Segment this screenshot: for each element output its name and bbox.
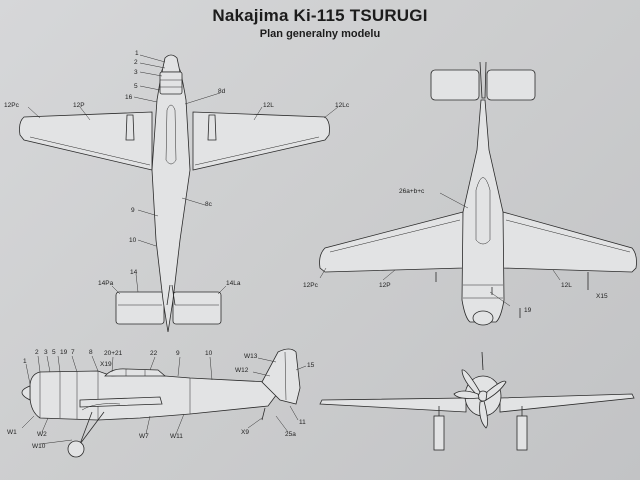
front-view-prop-blade-4 bbox=[453, 390, 480, 399]
label-12P: 12P bbox=[73, 102, 85, 109]
label-10-side: 10 bbox=[205, 350, 213, 357]
label-8c: 8c bbox=[205, 201, 213, 208]
label-12L: 12L bbox=[263, 102, 274, 109]
front-view-left-gear-leg bbox=[433, 415, 445, 451]
front-view-right-gear-leg bbox=[516, 415, 528, 451]
label-1-side: 1 bbox=[23, 358, 27, 365]
side-view-fin bbox=[261, 348, 301, 405]
label-9: 9 bbox=[131, 207, 135, 214]
label-W13: W13 bbox=[244, 353, 258, 360]
top-view-right-gear-leg bbox=[207, 114, 217, 141]
label-W10: W10 bbox=[32, 443, 46, 450]
label-W2: W2 bbox=[37, 431, 47, 438]
label-3-side: 3 bbox=[44, 349, 48, 356]
label-X19: X19 bbox=[100, 361, 112, 368]
label-7-side: 7 bbox=[71, 349, 75, 356]
bottom-view-left-wing bbox=[319, 211, 464, 273]
top-view-right-stabilizer bbox=[172, 291, 222, 325]
top-view-engine-cowling bbox=[161, 54, 181, 73]
label-W7: W7 bbox=[139, 433, 149, 440]
side-view-fuselage bbox=[29, 370, 281, 421]
label-5-side: 5 bbox=[52, 349, 56, 356]
page-subtitle: Plan generalny modelu bbox=[259, 28, 381, 40]
label-19-bottom: 19 bbox=[524, 307, 532, 314]
front-view bbox=[319, 351, 635, 451]
label-19-side: 19 bbox=[60, 349, 68, 356]
label-2: 2 bbox=[134, 59, 138, 66]
top-view: 1 2 3 5 16 8d 12Pc 12P 12L 12Lc 9 8c 10 … bbox=[4, 50, 350, 333]
bottom-view-right-wing bbox=[502, 211, 637, 273]
top-view-right-wing bbox=[192, 111, 330, 171]
label-25a: 25a bbox=[285, 431, 296, 438]
front-view-right-wing bbox=[499, 393, 635, 413]
label-10: 10 bbox=[129, 237, 137, 244]
label-W11: W11 bbox=[170, 433, 183, 440]
side-view-canopy bbox=[104, 368, 167, 377]
side-view-wheel bbox=[67, 440, 85, 458]
top-view-left-wing bbox=[19, 111, 153, 171]
label-9-side: 9 bbox=[176, 350, 180, 357]
label-12Pc-bottom: 12Pc bbox=[303, 282, 319, 289]
side-view-gear-strut-front bbox=[79, 411, 105, 445]
label-15: 15 bbox=[307, 362, 315, 369]
label-20-21: 20+21 bbox=[104, 350, 123, 357]
bottom-view-left-stabilizer bbox=[430, 69, 480, 101]
label-1: 1 bbox=[135, 50, 139, 57]
label-12Lc: 12Lc bbox=[335, 102, 350, 109]
label-8d: 8d bbox=[218, 88, 226, 95]
bottom-view-spinner bbox=[472, 310, 494, 326]
label-3: 3 bbox=[134, 69, 138, 76]
front-view-prop-blade-1 bbox=[461, 369, 481, 397]
label-14La: 14La bbox=[226, 280, 241, 287]
page-title: Nakajima Ki-115 TSURUGI bbox=[212, 6, 428, 25]
top-view-left-gear-leg bbox=[125, 114, 135, 141]
label-W1: W1 bbox=[7, 429, 17, 436]
label-26abc: 26a+b+c bbox=[399, 188, 425, 195]
label-11: 11 bbox=[299, 419, 306, 426]
front-view-prop-blade-3 bbox=[479, 400, 488, 429]
label-14Pa: 14Pa bbox=[98, 280, 114, 287]
side-view-wing bbox=[79, 396, 163, 408]
label-W12: W12 bbox=[235, 367, 249, 374]
label-12L-bottom: 12L bbox=[561, 282, 572, 289]
label-X15: X15 bbox=[596, 293, 608, 300]
front-view-prop-blade-2 bbox=[485, 380, 507, 401]
label-8-side: 8 bbox=[89, 349, 93, 356]
label-16: 16 bbox=[125, 94, 133, 101]
side-view: 1 2 3 5 19 7 8 20+21 22 9 10 W13 W12 15 … bbox=[7, 348, 315, 458]
bottom-view-right-stabilizer bbox=[486, 69, 536, 101]
front-view-left-wing bbox=[319, 397, 467, 413]
label-2-side: 2 bbox=[35, 349, 39, 356]
top-view-left-stabilizer bbox=[115, 291, 165, 325]
label-14: 14 bbox=[130, 269, 138, 276]
label-12Pc: 12Pc bbox=[4, 102, 20, 109]
label-5: 5 bbox=[134, 83, 138, 90]
side-view-spinner bbox=[21, 385, 31, 401]
label-12P-bottom: 12P bbox=[379, 282, 391, 289]
bottom-view: 26a+b+c 12Pc 12P 12L X15 19 bbox=[303, 61, 637, 326]
label-22: 22 bbox=[150, 350, 158, 357]
side-view-gear-strut-rear bbox=[79, 411, 93, 445]
bottom-view-fuselage bbox=[461, 99, 505, 323]
label-X9: X9 bbox=[241, 429, 249, 436]
